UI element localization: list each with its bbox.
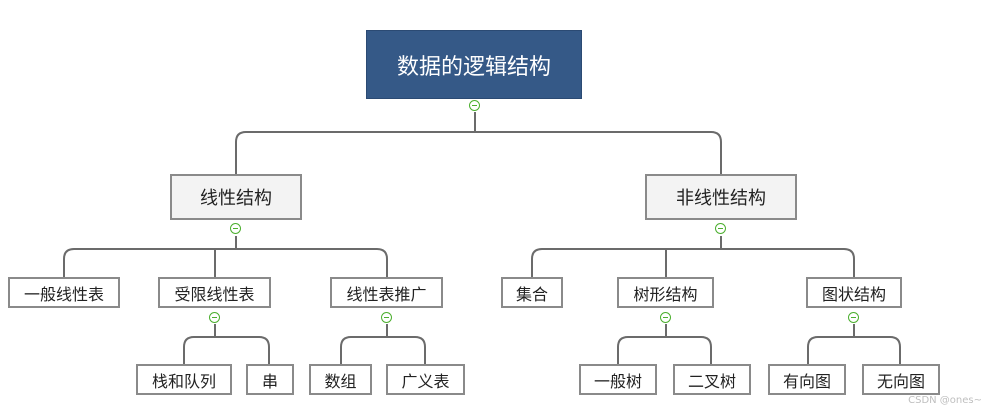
node-general-linear-list[interactable]: 一般线性表 [8,277,120,308]
collapse-icon[interactable] [469,100,480,111]
node-restricted-linear-list[interactable]: 受限线性表 [158,277,271,308]
node-nonlinear-label: 非线性结构 [676,188,766,209]
node-label: 一般线性表 [23,284,104,304]
collapse-icon[interactable] [209,312,220,323]
node-generalized-list[interactable]: 广义表 [386,364,465,395]
root-node[interactable]: 数据的逻辑结构 [366,30,582,99]
node-label: 数组 [324,371,357,391]
node-label: 树形结构 [633,284,698,304]
node-linear-label: 线性结构 [200,188,272,209]
node-label: 线性表推广 [346,284,427,304]
node-label: 无向图 [876,371,925,391]
node-label: 受限线性表 [174,284,255,304]
node-nonlinear[interactable]: 非线性结构 [645,174,797,220]
node-set[interactable]: 集合 [501,277,563,308]
node-label: 二叉树 [687,371,736,391]
node-tree-structure[interactable]: 树形结构 [617,277,714,308]
collapse-icon[interactable] [715,223,726,234]
node-label: 一般树 [593,371,642,391]
node-label: 集合 [515,284,548,304]
node-stack-queue[interactable]: 栈和队列 [136,364,232,395]
node-binary-tree[interactable]: 二叉树 [673,364,751,395]
watermark: CSDN @ones~ [908,395,982,406]
node-directed-graph[interactable]: 有向图 [768,364,846,395]
collapse-icon[interactable] [848,312,859,323]
node-label: 广义表 [401,371,450,391]
node-label: 串 [261,371,278,391]
node-undirected-graph[interactable]: 无向图 [862,364,940,395]
root-label: 数据的逻辑结构 [396,54,551,80]
node-label: 有向图 [782,371,831,391]
collapse-icon[interactable] [381,312,392,323]
node-label: 图状结构 [821,284,886,304]
node-array[interactable]: 数组 [309,364,372,395]
node-string[interactable]: 串 [246,364,294,395]
node-label: 栈和队列 [151,371,216,391]
node-linear[interactable]: 线性结构 [170,174,302,220]
collapse-icon[interactable] [660,312,671,323]
node-graph-structure[interactable]: 图状结构 [806,277,902,308]
node-linear-list-extension[interactable]: 线性表推广 [330,277,443,308]
node-general-tree[interactable]: 一般树 [579,364,657,395]
collapse-icon[interactable] [230,223,241,234]
